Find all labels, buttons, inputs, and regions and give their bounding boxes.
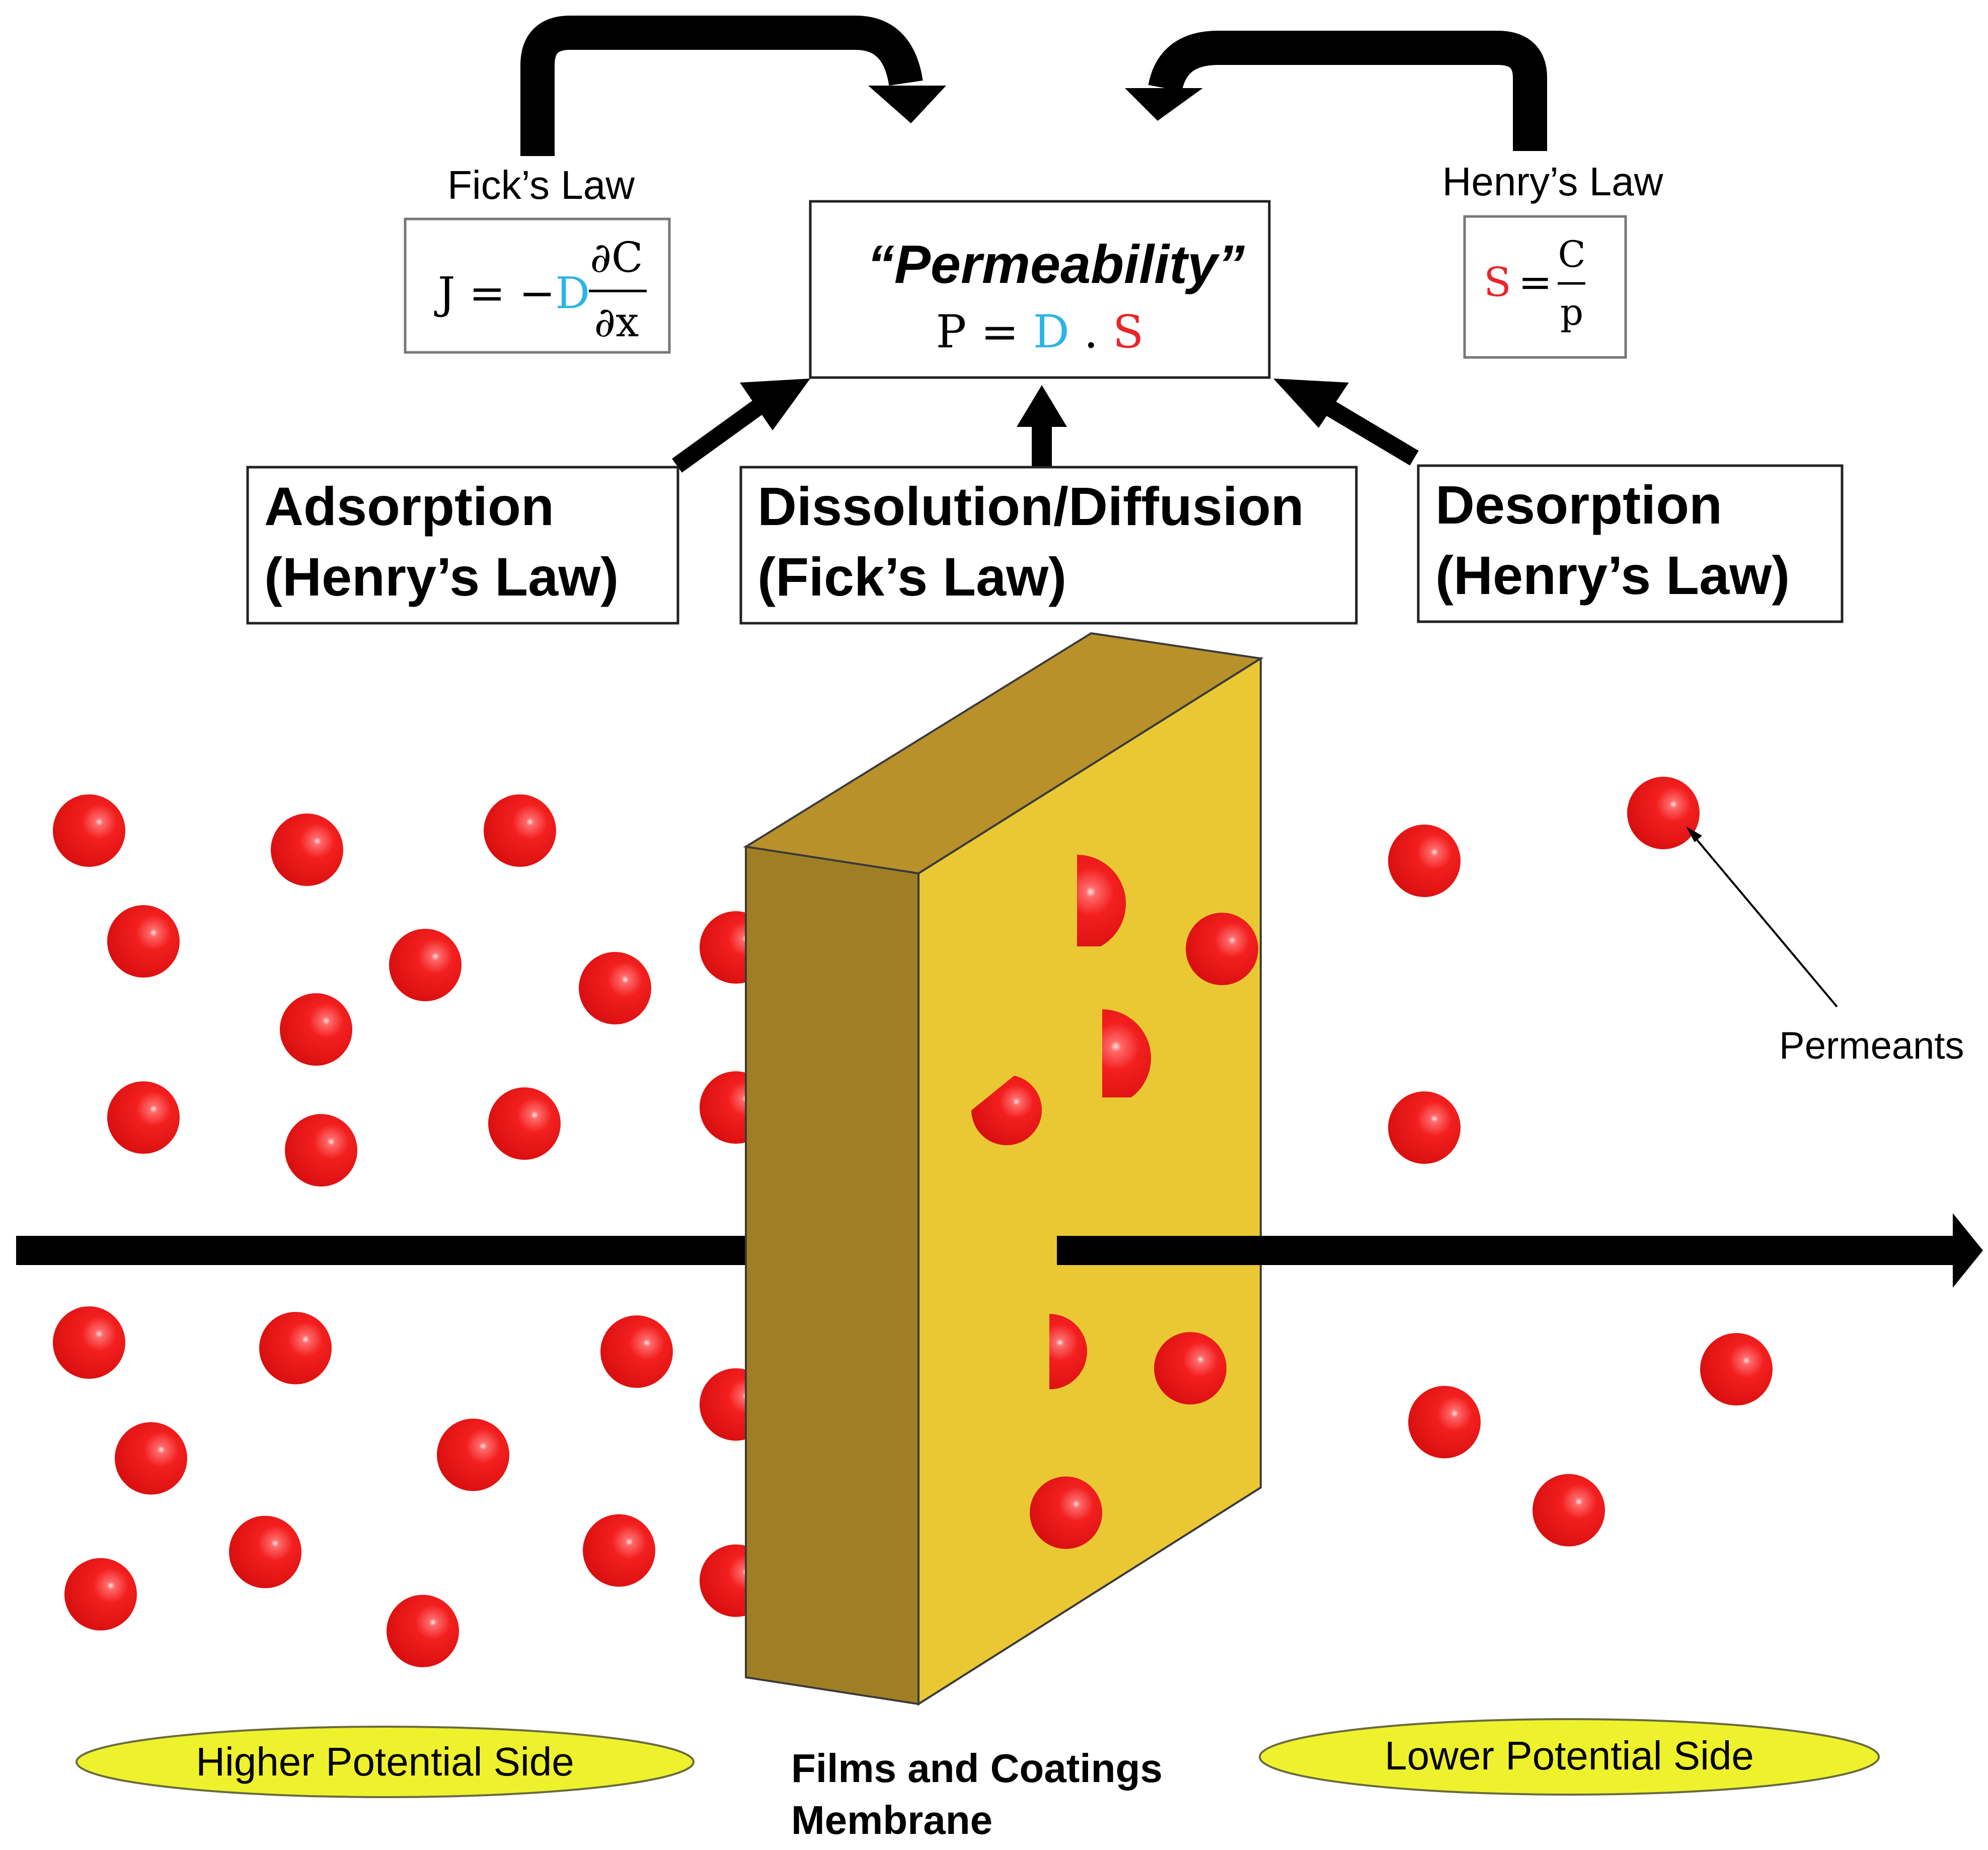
ficks-denominator: ∂x <box>594 299 639 346</box>
dissolution-line1: Dissolution/Diffusion <box>757 476 1304 537</box>
permeant-particle <box>1700 1333 1773 1405</box>
permeability-dot: . <box>1069 306 1113 358</box>
permeant-particle <box>259 1312 332 1384</box>
membrane-particles <box>971 855 1258 1549</box>
permeants-label: Permeants <box>1779 1024 1964 1067</box>
adsorption-line1: Adsorption <box>264 476 554 537</box>
higher-side-particles <box>53 794 772 1667</box>
flow-arrow-right <box>1057 1213 1983 1288</box>
henrys-law-title: Henry’s Law <box>1442 159 1663 204</box>
lower-side-label: Lower Potential Side <box>1385 1733 1754 1778</box>
henrys-s-symbol: S <box>1484 259 1511 306</box>
permeability-title: “Permeability” <box>867 234 1245 294</box>
henrys-equals: = <box>1518 259 1552 306</box>
permeant-particle <box>600 1315 673 1388</box>
desorption-box <box>1417 464 1844 623</box>
adsorption-box <box>246 466 679 625</box>
permeant-particle <box>1388 1091 1461 1164</box>
desorption-line2: (Henry’s Law) <box>1435 545 1790 606</box>
permeability-d-symbol: D <box>1033 306 1069 358</box>
flow-arrow-left-shaft <box>16 1236 751 1265</box>
permeant-particle <box>285 1114 357 1187</box>
permeant-particle <box>579 952 651 1024</box>
adsorption-line2: (Henry’s Law) <box>264 546 619 607</box>
svg-text:J = −D: J = −D <box>434 268 590 319</box>
lower-side-particles <box>1388 777 1773 1546</box>
permeant-particle <box>280 993 352 1066</box>
permeant-particle <box>271 813 343 886</box>
permeant-particle <box>64 1558 137 1631</box>
desorption-line1: Desorption <box>1435 474 1722 535</box>
henrys-denominator: p <box>1560 291 1583 333</box>
permeability-s-symbol: S <box>1113 306 1144 358</box>
permeant-particle <box>115 1422 187 1495</box>
permeant-particle <box>484 794 556 867</box>
permeant-particle <box>1077 855 1126 946</box>
arrow-dissolution-to-permeability <box>1017 385 1067 467</box>
permeant-particle <box>1049 1314 1087 1389</box>
membrane-side-face <box>745 845 920 1706</box>
permeant-particle <box>229 1516 301 1588</box>
svg-text:S=: S= <box>1484 259 1552 306</box>
higher-side-label: Higher Potential Side <box>196 1739 574 1784</box>
ficks-lhs: J = − <box>434 268 555 319</box>
permeants-pointer-line <box>1689 831 1838 1008</box>
curved-arrow-ficks <box>520 16 946 156</box>
ficks-law-title: Fick’s Law <box>447 163 635 207</box>
permeant-particle <box>583 1514 655 1587</box>
ficks-law-box <box>404 217 671 354</box>
permeant-particle <box>1102 1009 1151 1097</box>
permeant-particle <box>437 1419 509 1491</box>
curved-arrow-henrys <box>1125 31 1547 151</box>
dissolution-line2: (Fick’s Law) <box>757 546 1066 607</box>
membrane-label-line2: Membrane <box>791 1798 992 1842</box>
permeant-particle <box>1408 1386 1481 1458</box>
permeant-particle <box>1154 1332 1227 1404</box>
ficks-d-symbol: D <box>555 268 590 319</box>
permeant-particle <box>53 794 125 867</box>
ficks-numerator: ∂C <box>590 234 643 282</box>
svg-text:P = D . S: P = D . S <box>936 306 1144 358</box>
henrys-numerator: C <box>1558 233 1585 275</box>
permeability-box <box>809 200 1271 379</box>
permeant-particle <box>1030 1476 1102 1549</box>
permeant-particle <box>1186 913 1258 985</box>
permeant-particle <box>389 929 462 1001</box>
permeant-particle <box>107 1081 180 1154</box>
permeant-particle <box>1627 777 1700 849</box>
dissolution-box <box>739 466 1358 625</box>
membrane-label-line1: Films and Coatings <box>791 1746 1163 1791</box>
permeant-particle <box>1388 825 1461 897</box>
membrane-block <box>743 632 1264 1706</box>
arrow-desorption-to-permeability <box>1273 379 1419 466</box>
permeant-particle <box>1533 1474 1605 1546</box>
henrys-law-box <box>1463 215 1627 359</box>
higher-side-ellipse <box>75 1726 695 1798</box>
permeant-particle <box>53 1306 125 1379</box>
permeant-particle <box>488 1087 561 1160</box>
permeants-pointer-arrowhead <box>1686 827 1702 842</box>
permeability-p-eq: P = <box>936 306 1033 358</box>
permeant-particle <box>107 905 180 978</box>
permeant-particle <box>387 1595 459 1667</box>
lower-side-ellipse <box>1259 1718 1880 1796</box>
arrow-adsorption-to-permeability <box>672 379 810 473</box>
